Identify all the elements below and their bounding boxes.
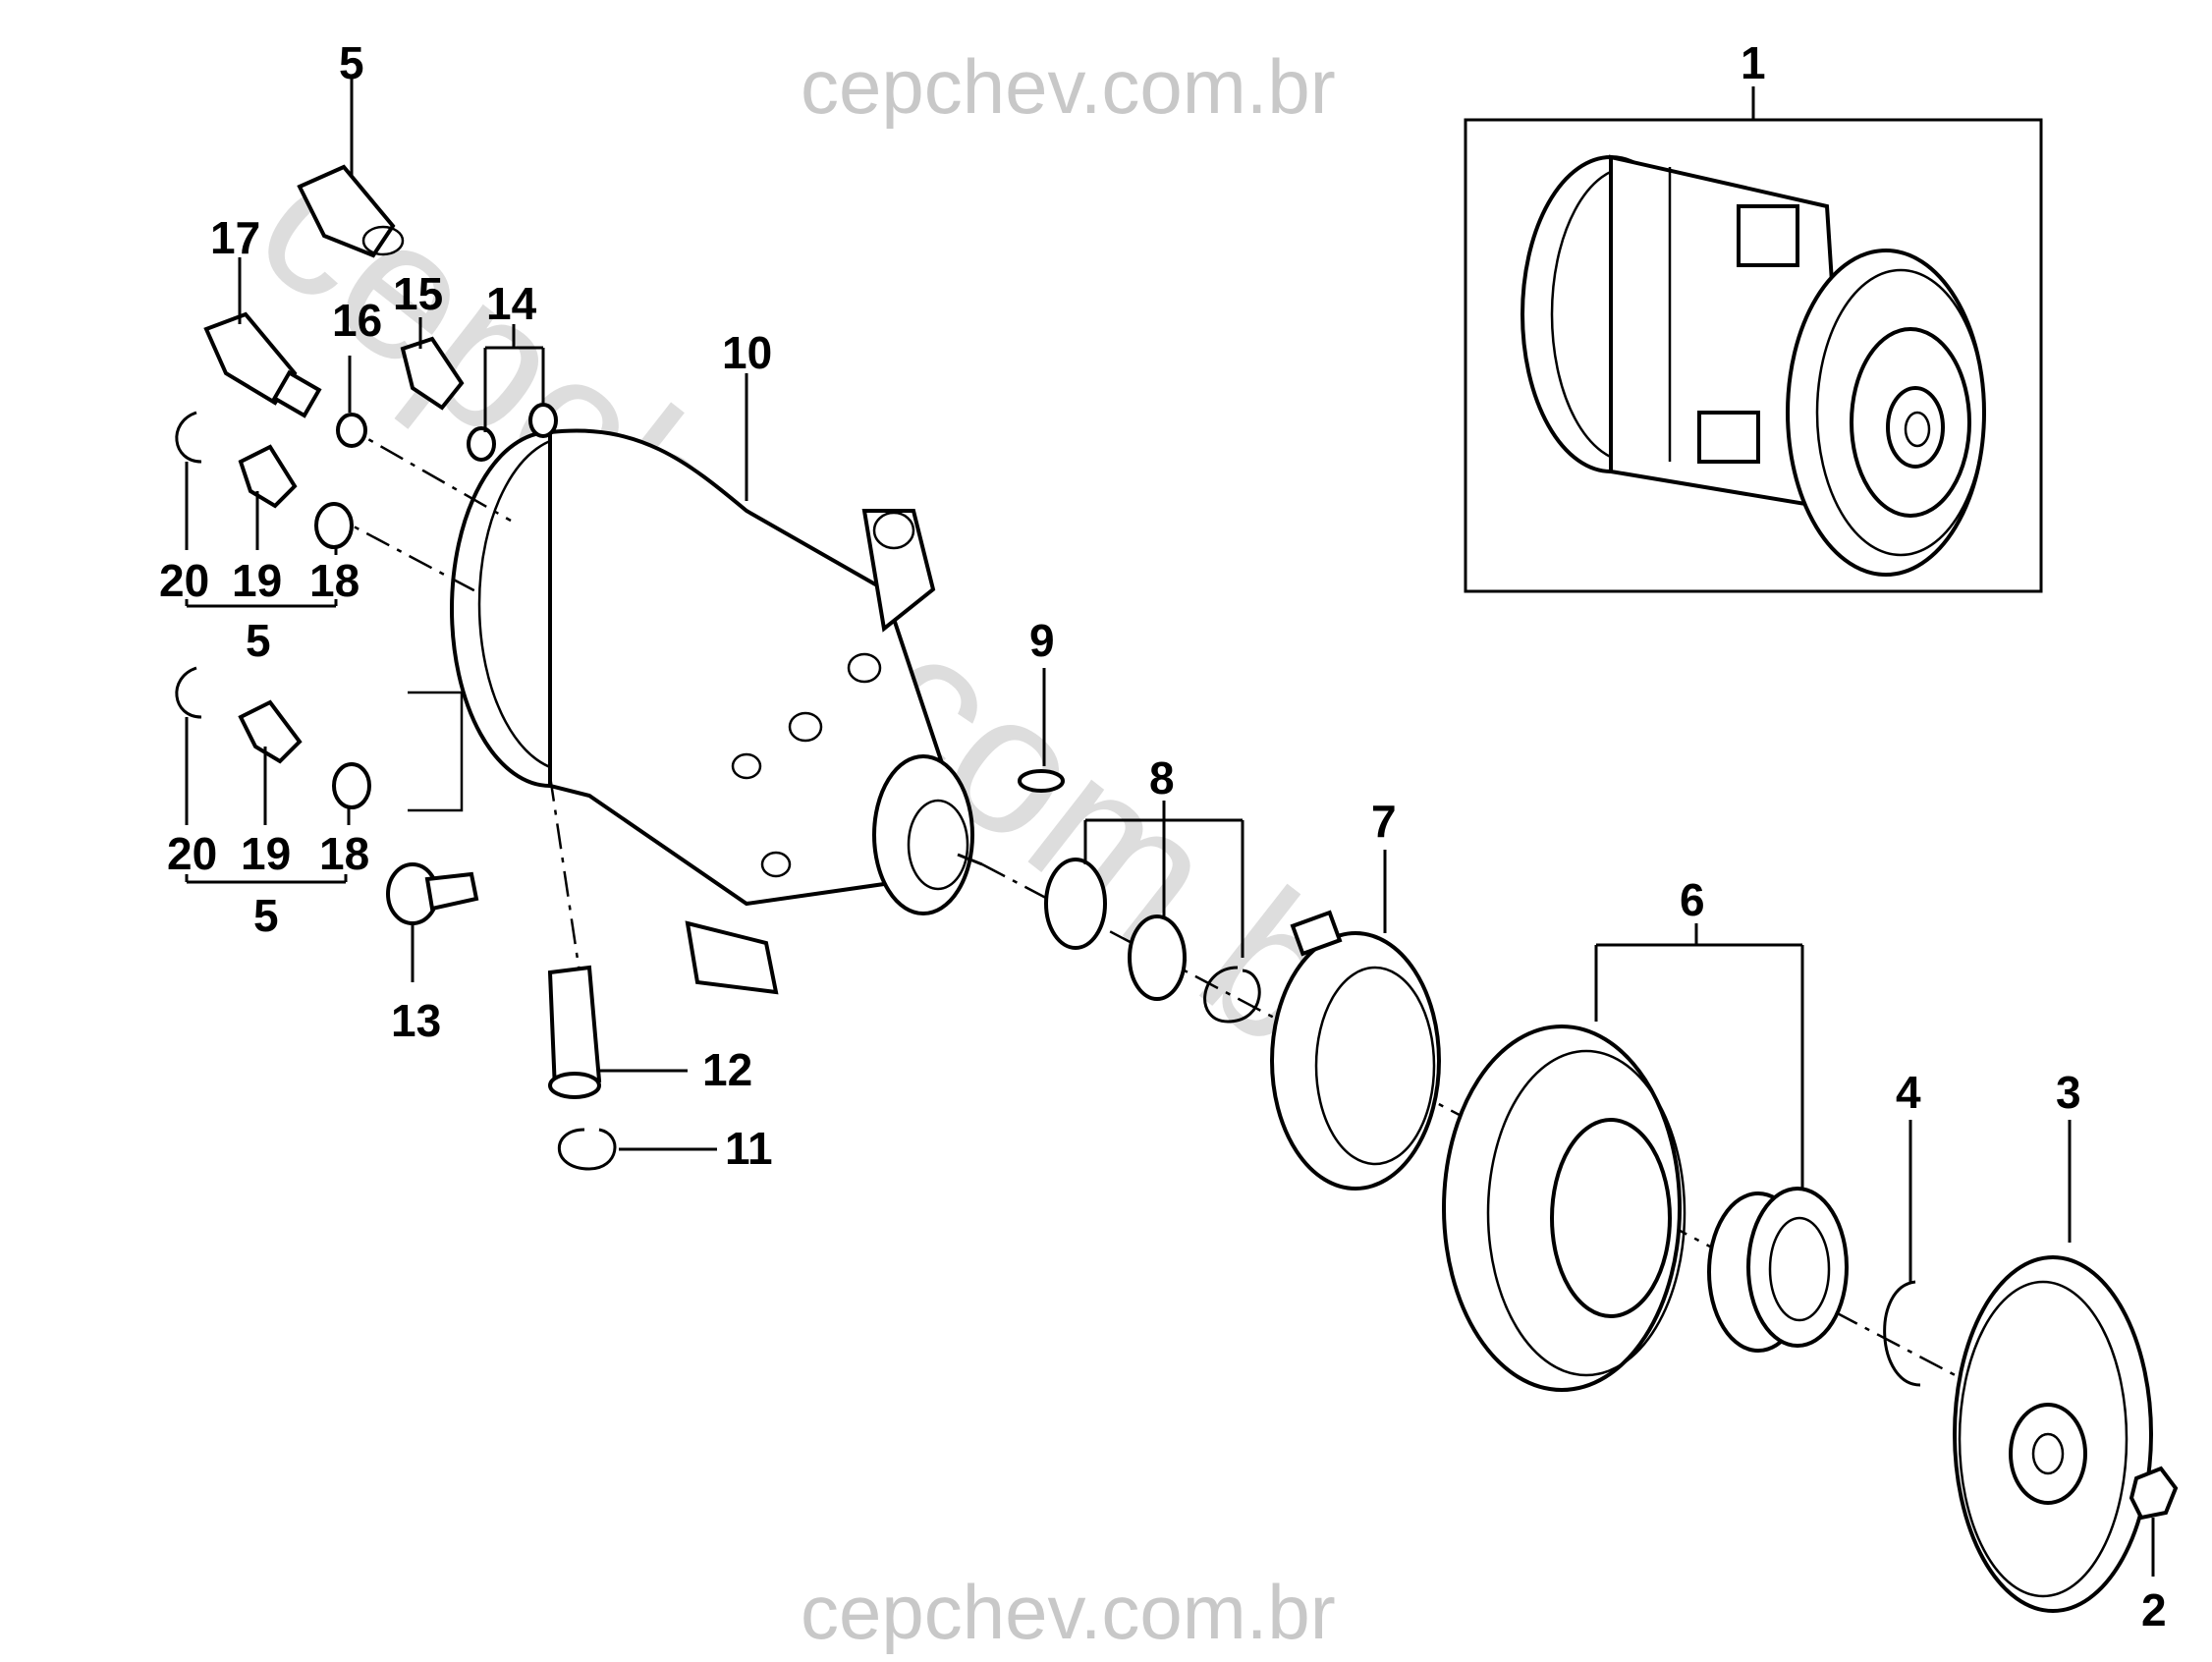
callout-16: 16 <box>332 295 382 346</box>
callout-18-a: 18 <box>309 555 359 606</box>
callout-14: 14 <box>486 278 537 329</box>
plug-15 <box>400 336 465 411</box>
watermark-bottom: cepchev.com.br <box>801 1569 1336 1655</box>
shim-8 <box>1044 858 1107 950</box>
callout-20-b: 20 <box>167 828 217 879</box>
callout-10: 10 <box>722 327 772 378</box>
callout-5-group-a: 5 <box>246 615 271 666</box>
compressor-body <box>450 428 983 995</box>
callout-5-group-b: 5 <box>253 890 279 941</box>
key-9 <box>1018 769 1065 793</box>
ring-8 <box>1203 966 1261 1024</box>
callout-19-b: 19 <box>241 828 291 879</box>
callout-11: 11 <box>725 1123 773 1174</box>
assembled-compressor-inset <box>1464 86 2043 593</box>
callout-1: 1 <box>1741 37 1766 88</box>
pulley-6 <box>1442 1025 1687 1392</box>
nut-2 <box>2129 1466 2179 1521</box>
oring-18b <box>332 762 371 809</box>
callout-12: 12 <box>702 1044 752 1095</box>
clutch-coil-7 <box>1270 910 1441 1191</box>
callout-19-a: 19 <box>232 555 282 606</box>
bolt-13 <box>386 862 479 925</box>
snap-ring-20b <box>175 666 202 719</box>
fitting-19a <box>238 444 298 509</box>
oring-14b <box>528 403 558 438</box>
callout-9: 9 <box>1029 615 1055 666</box>
oring-18a <box>314 502 354 549</box>
callout-5-top: 5 <box>339 37 364 88</box>
fitting-19b <box>238 699 303 764</box>
sensor-17 <box>203 311 322 418</box>
callout-4: 4 <box>1896 1067 1921 1118</box>
seal-8 <box>1128 914 1187 1001</box>
oring-16 <box>336 413 367 448</box>
leader-lines <box>185 77 2155 1577</box>
snap-ring-20a <box>175 411 202 464</box>
hub-plate-3 <box>1953 1255 2153 1613</box>
pressure-switch-top <box>297 164 405 258</box>
bearing-6 <box>1707 1187 1849 1353</box>
callout-8: 8 <box>1149 752 1175 803</box>
watermark-top: cepchev.com.br <box>801 43 1336 130</box>
valve-12 <box>547 965 602 1099</box>
callout-20-a: 20 <box>159 555 209 606</box>
oring-14a <box>467 426 496 462</box>
callout-18-b: 18 <box>319 828 369 879</box>
callout-6: 6 <box>1680 874 1705 925</box>
callout-2: 2 <box>2141 1584 2167 1635</box>
snap-ring-11 <box>557 1128 617 1171</box>
callout-7: 7 <box>1371 796 1397 847</box>
callout-15: 15 <box>393 268 443 319</box>
callout-17: 17 <box>210 212 260 263</box>
callout-13: 13 <box>391 995 441 1046</box>
callout-3: 3 <box>2056 1067 2081 1118</box>
snap-ring-4 <box>1883 1280 1921 1387</box>
